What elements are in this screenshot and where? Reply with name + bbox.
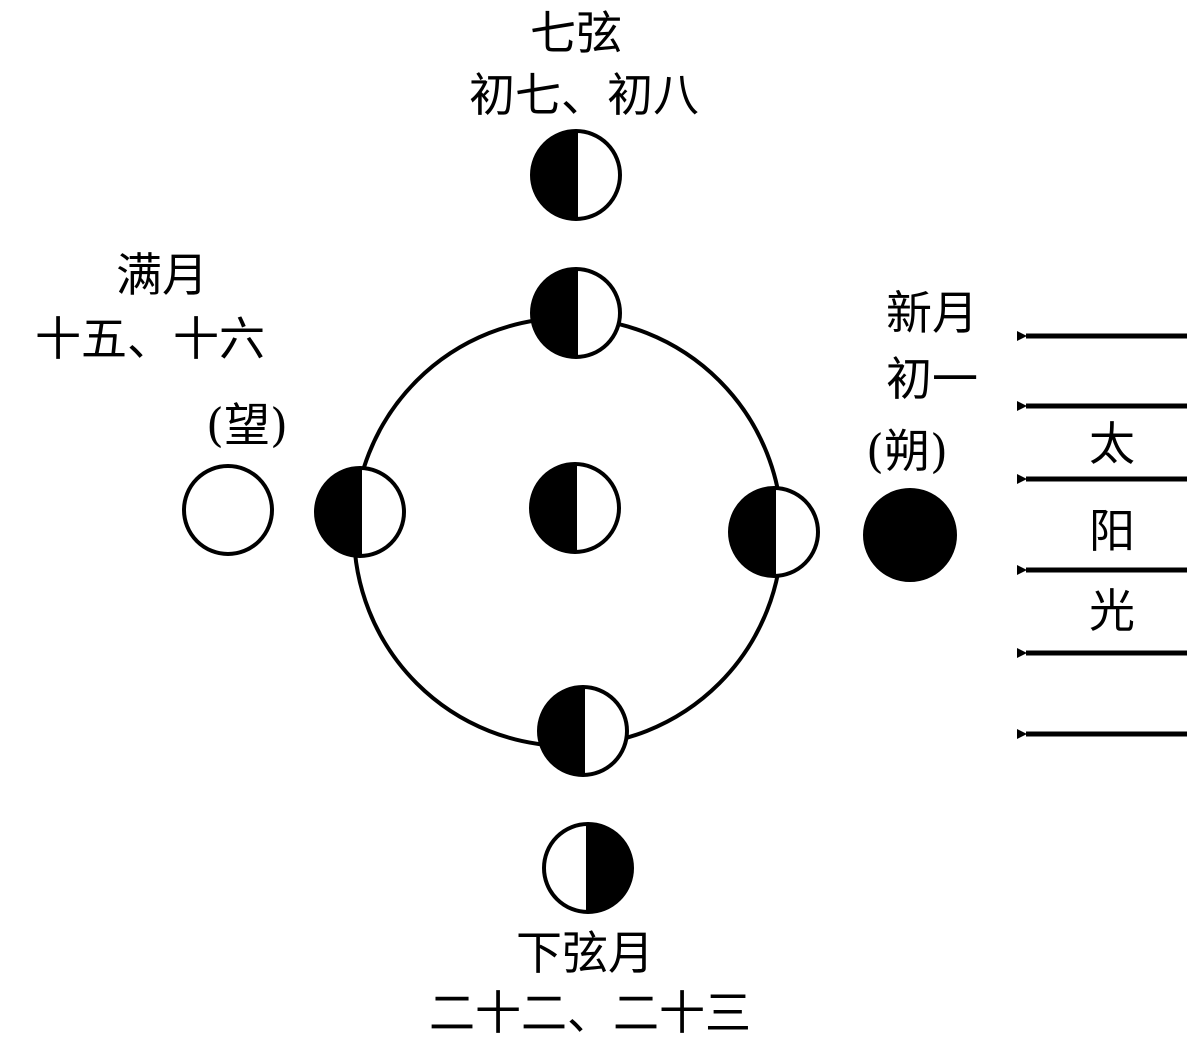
last-quarter-moon	[542, 822, 634, 914]
first-quarter-moon	[530, 129, 622, 221]
full-moon-title: 满月	[116, 248, 208, 302]
new-moon-title: 新月	[886, 286, 978, 340]
moon-orbit-right	[728, 486, 820, 578]
last-quarter-title: 下弦月	[516, 926, 654, 980]
first-quarter-days: 初七、初八	[469, 68, 699, 122]
full-moon-days: 十五、十六	[35, 312, 265, 366]
sunlight-label-3: 光	[1089, 584, 1135, 638]
full-moon	[182, 464, 274, 556]
new-moon-days: 初一	[886, 352, 978, 406]
new-moon	[863, 488, 957, 582]
last-quarter-days: 二十二、二十三	[429, 986, 751, 1040]
sunlight-label-2: 阳	[1089, 504, 1135, 558]
moon-orbit-left	[314, 466, 406, 558]
sunlight-label-1: 太	[1089, 417, 1135, 471]
full-moon-alt: (望)	[206, 398, 288, 452]
first-quarter-title: 七弦	[530, 6, 622, 60]
earth-center	[529, 462, 621, 554]
sunlight-arrows	[1017, 331, 1187, 739]
new-moon-alt: (朔)	[866, 424, 948, 478]
moon-orbit-bottom	[537, 685, 629, 777]
moon-orbit-top	[530, 267, 622, 359]
